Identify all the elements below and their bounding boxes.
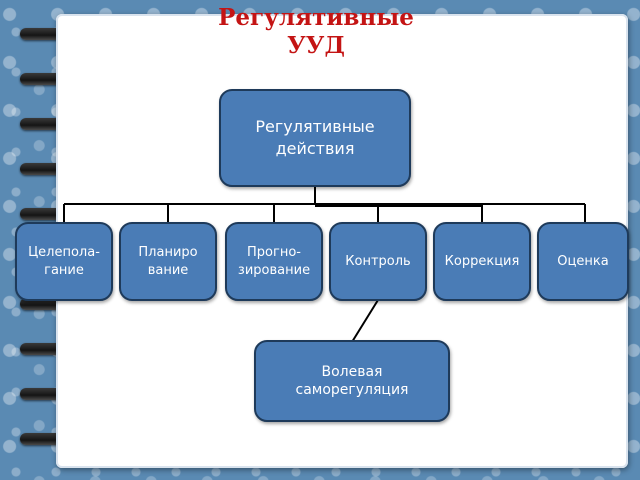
node-regulatory-actions: Регулятивные действия (219, 89, 411, 187)
node-volitional-self-regulation: Волевая саморегуляция (254, 340, 450, 422)
connector-control-to-volition (351, 299, 379, 343)
slide-title: Регулятивные УУД (218, 4, 414, 59)
node-control: Контроль (329, 222, 427, 301)
node-evaluation: Оценка (537, 222, 629, 301)
node-forecasting: Прогно- зирование (225, 222, 323, 301)
node-goal-setting: Целепола- гание (15, 222, 113, 301)
node-correction: Коррекция (433, 222, 531, 301)
node-planning: Планиро вание (119, 222, 217, 301)
